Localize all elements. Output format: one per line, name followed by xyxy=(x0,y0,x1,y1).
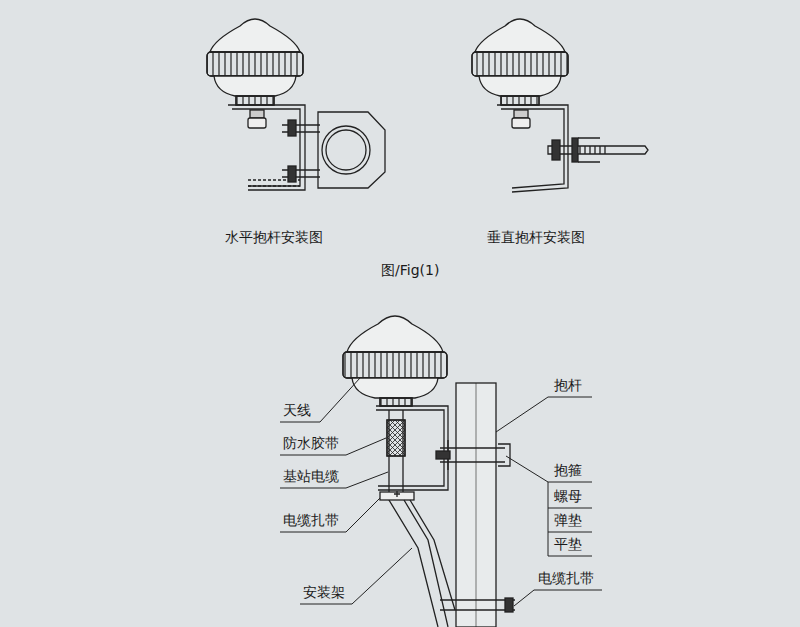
part-label: 螺母 xyxy=(554,488,582,505)
part-label: 平垫 xyxy=(554,536,582,553)
part-label: 天线 xyxy=(283,402,311,419)
antenna-horizontal xyxy=(207,19,385,190)
part-label: 防水胶带 xyxy=(283,435,339,452)
antenna-vertical xyxy=(472,19,648,192)
part-label: 电缆扎带 xyxy=(538,570,594,587)
antenna-assembly xyxy=(343,316,515,627)
leader-lines xyxy=(280,378,602,606)
part-label: 弹垫 xyxy=(554,512,582,529)
part-label: 电缆扎带 xyxy=(283,512,339,529)
view-title: 水平抱杆安装图 xyxy=(225,229,323,246)
part-label: 抱箍 xyxy=(554,462,582,479)
part-label: 基站电缆 xyxy=(283,468,339,485)
view-title: 垂直抱杆安装图 xyxy=(487,229,585,246)
part-label: 安装架 xyxy=(303,584,345,601)
figure-caption: 图/Fig(1) xyxy=(381,262,439,279)
part-label: 抱杆 xyxy=(554,377,582,394)
